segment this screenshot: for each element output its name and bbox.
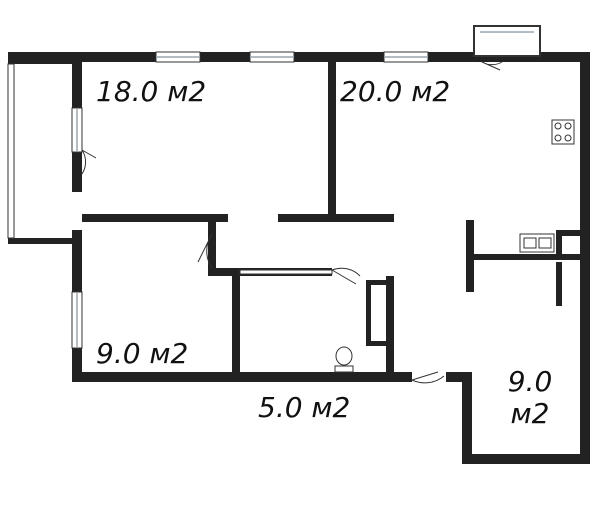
wall-right: [580, 52, 590, 464]
wall-corridor-upper-right: [278, 214, 394, 222]
wall-kitchen-lower: [556, 262, 562, 306]
door-entrance: [411, 371, 445, 384]
wall-shaft-left: [366, 280, 371, 346]
wall-bedroom-right: [208, 214, 216, 274]
wall-shaft-top: [366, 280, 390, 285]
balcony-door-box: [473, 25, 541, 57]
wall-kitchen-cabinet-top: [556, 230, 580, 236]
balcony-bottom: [8, 238, 80, 244]
toilet-icon: [334, 346, 354, 373]
bathroom-door-frame: [239, 269, 333, 275]
doors: [81, 61, 503, 384]
wall-top: [8, 52, 590, 62]
wall-bottom-step: [446, 372, 472, 382]
wall-bottom-right: [462, 454, 590, 464]
wall-rooms-18-20: [328, 52, 336, 220]
wall-kitchen-counter: [474, 254, 580, 260]
sink-icon: [519, 233, 555, 253]
wall-corridor-upper-left: [82, 214, 228, 222]
wall-shaft-bottom: [366, 341, 390, 346]
wall-kitchen-cabinet-left: [556, 230, 562, 258]
room-area-label: 9.0 м2: [507, 365, 553, 431]
room-area-label: 9.0 м2: [96, 337, 189, 370]
door-bathroom: [331, 267, 361, 285]
room-area-label: 5.0 м2: [258, 391, 351, 424]
room-area-label: 18.0 м2: [96, 75, 207, 108]
door-top-right: [481, 61, 503, 71]
door-bedroom: [197, 233, 213, 269]
window-balcony-left: [7, 63, 15, 239]
wall-bottom-inset: [462, 372, 472, 464]
wall-kitchen-stub: [466, 220, 474, 292]
door-balcony-left: [81, 149, 97, 175]
balcony-top: [8, 58, 80, 64]
wall-bottom-left: [72, 372, 412, 382]
wall-bath-right: [386, 276, 394, 376]
windows: [7, 25, 541, 349]
room-area-label: 20.0 м2: [340, 75, 451, 108]
wall-bath-left: [232, 276, 240, 380]
stove-icon: [551, 119, 575, 145]
